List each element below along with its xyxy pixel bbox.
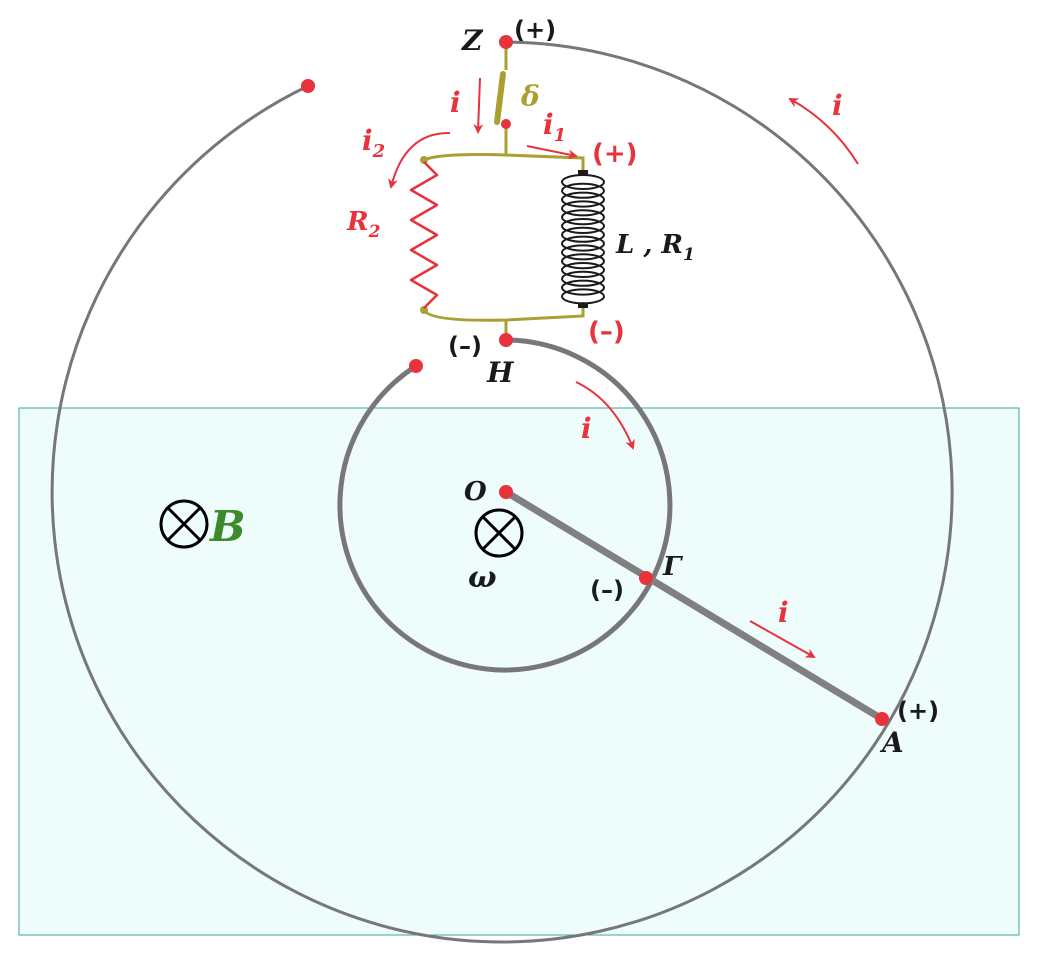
outer-ring — [50, 40, 954, 944]
rotating-rod — [502, 488, 886, 723]
label-coil-minus: (–) — [588, 317, 625, 347]
label-gamma: Γ — [662, 552, 683, 582]
coil-inductor — [561, 170, 605, 308]
current-arrow-outer — [788, 98, 859, 165]
point-gamma — [639, 571, 653, 585]
cross-in-circle-icon — [159, 499, 209, 549]
coil-loop — [561, 209, 605, 226]
coil-loop — [561, 182, 605, 199]
coil-loop — [561, 218, 605, 234]
label-i-inner: i — [581, 412, 592, 445]
coil-loop — [561, 262, 605, 278]
current-arrow-i2 — [388, 131, 451, 189]
current-arrow-i1 — [526, 145, 578, 160]
label-r2: R2 — [346, 207, 381, 242]
label-gamma-sign: (–) — [590, 576, 624, 604]
label-a-sign: (+) — [897, 697, 939, 725]
wire-bottom-branch — [422, 302, 585, 322]
coil-loop — [561, 270, 605, 287]
coil-loop — [561, 253, 605, 270]
current-arrow-inner-ring — [575, 381, 635, 450]
label-i-rod: i — [778, 596, 789, 629]
point-delta — [501, 119, 511, 129]
label-omega: ω — [468, 560, 497, 595]
coil-loop — [561, 174, 605, 190]
switch-delta — [494, 71, 506, 125]
coil-loop — [561, 226, 605, 243]
current-arrow-top — [473, 77, 484, 134]
coil-loop — [561, 191, 605, 208]
inner-ring — [337, 337, 673, 673]
point-inner-ring-end — [409, 359, 423, 373]
point-outer-ring-end — [301, 79, 315, 93]
label-a: A — [879, 726, 904, 759]
cross-in-circle-icon — [474, 508, 524, 558]
label-z: Z — [461, 24, 484, 57]
wire-top-branch — [423, 153, 585, 172]
point-a — [875, 712, 889, 726]
coil-loop — [561, 200, 605, 217]
label-coil-plus: (+) — [592, 139, 638, 169]
label-b: B — [209, 502, 246, 551]
label-h: H — [486, 356, 515, 389]
point-o — [499, 485, 513, 499]
point-h — [499, 333, 513, 347]
label-o: O — [464, 477, 487, 507]
label-i2: i2 — [362, 124, 385, 162]
coil-loop — [561, 244, 605, 261]
label-i-top: i — [450, 86, 461, 119]
point-z — [499, 35, 513, 49]
label-z-sign: (+) — [514, 16, 556, 44]
label-i1: i1 — [543, 108, 566, 146]
label-delta: δ — [520, 80, 540, 113]
coil-loop — [561, 288, 605, 305]
coil-loop — [561, 279, 605, 296]
junction-bottom-left — [420, 306, 428, 314]
label-i-outer: i — [832, 89, 843, 122]
junction-top-left — [420, 156, 428, 164]
current-arrow-rod — [749, 620, 816, 658]
label-l-r1: L , R1 — [615, 230, 695, 265]
resistor-r2 — [409, 161, 439, 309]
label-h-sign: (–) — [448, 332, 482, 360]
coil-loop — [561, 235, 605, 252]
